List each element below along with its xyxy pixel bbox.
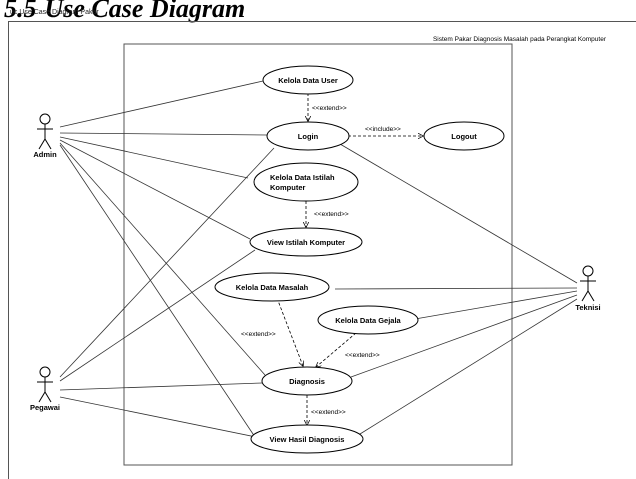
use-case-label-line-1: Kelola Data Istilah	[270, 173, 335, 182]
pegawai-associations	[59, 147, 275, 438]
use-case-label: Login	[298, 132, 319, 141]
extend-label-1: <<extend>>	[312, 105, 347, 112]
extend-label-5: <<extend>>	[311, 409, 346, 416]
use-case-kelola-data-user: Kelola Data User	[262, 65, 354, 95]
extend-label-2: <<extend>>	[314, 211, 349, 218]
use-case-logout: Logout	[423, 121, 505, 151]
section-number: 5.5	[4, 0, 37, 23]
use-case-kelola-data-masalah: Kelola Data Masalah	[214, 272, 330, 302]
actor-teknisi	[580, 265, 596, 302]
actor-admin	[37, 113, 53, 150]
diagram-frame-left	[8, 21, 9, 479]
diagram-frame-tab: uc Use Case Diagram Pakar	[10, 9, 99, 16]
section-heading: 5.5 Use Case Diagram	[4, 0, 245, 24]
use-case-label: Kelola Data Gejala	[335, 316, 401, 325]
teknisi-associations	[334, 143, 578, 435]
extend-gejala-diagnosis	[316, 332, 357, 367]
actor-pegawai	[37, 366, 53, 403]
use-case-kelola-data-gejala: Kelola Data Gejala	[317, 305, 419, 335]
actor-admin-label: Admin	[33, 150, 57, 159]
system-boundary	[123, 43, 513, 466]
dependency-lines	[276, 93, 423, 425]
use-case-kelola-data-istilah: Kelola Data Istilah Komputer	[253, 162, 359, 202]
use-case-label: Kelola Data User	[278, 76, 338, 85]
actor-pegawai-label: Pegawai	[30, 403, 60, 412]
extend-masalah-diagnosis	[276, 297, 303, 366]
section-title: Use Case Diagram	[44, 0, 246, 23]
use-case-label: Logout	[451, 132, 477, 141]
use-case-label-line-2: Komputer	[270, 183, 305, 192]
use-case-label: View Hasil Diagnosis	[270, 435, 345, 444]
use-case-login: Login	[266, 121, 350, 151]
use-case-label: Kelola Data Masalah	[236, 283, 309, 292]
include-label: <<include>>	[365, 126, 401, 133]
use-case-view-hasil-diagnosis: View Hasil Diagnosis	[250, 424, 364, 454]
use-case-label: View Istilah Komputer	[267, 238, 345, 247]
diagram-frame-top	[8, 21, 636, 22]
admin-associations	[59, 80, 268, 438]
use-case-view-istilah-komputer: View Istilah Komputer	[249, 227, 363, 257]
actor-teknisi-label: Teknisi	[575, 303, 600, 312]
extend-label-4: <<extend>>	[345, 352, 380, 359]
use-case-diagnosis: Diagnosis	[261, 366, 353, 396]
extend-label-3: <<extend>>	[241, 331, 276, 338]
use-case-label: Diagnosis	[289, 377, 325, 386]
system-name-label: Sistem Pakar Diagnosis Masalah pada Pera…	[433, 36, 607, 43]
